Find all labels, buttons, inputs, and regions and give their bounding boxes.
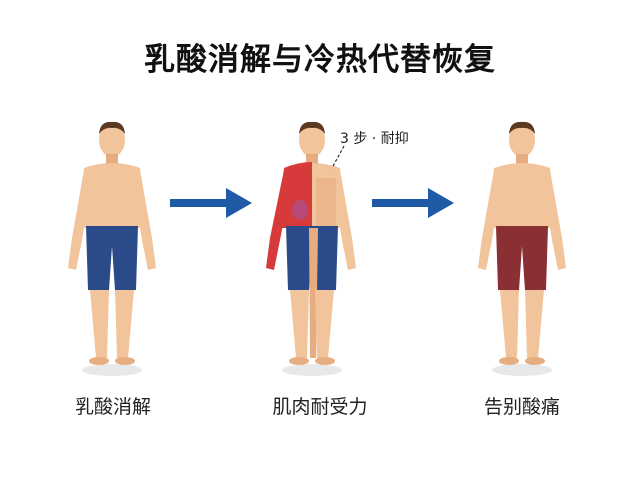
annotation-label: 3 步 · 耐抑 [340, 131, 409, 147]
caption-right: 告别酸痛 [483, 396, 560, 418]
human-figure-muscle-view [266, 121, 356, 376]
caption-left: 乳酸消解 [74, 396, 151, 418]
human-figure-blue-shorts [68, 121, 156, 376]
page-title: 乳酸消解与冷热代替恢复 [144, 42, 496, 78]
annotation-leader-line [331, 145, 345, 169]
right-arrow-icon [170, 188, 252, 218]
human-figure-red-shorts [478, 121, 566, 376]
caption-middle: 肌肉耐受力 [272, 396, 368, 418]
right-arrow-icon [372, 188, 454, 218]
